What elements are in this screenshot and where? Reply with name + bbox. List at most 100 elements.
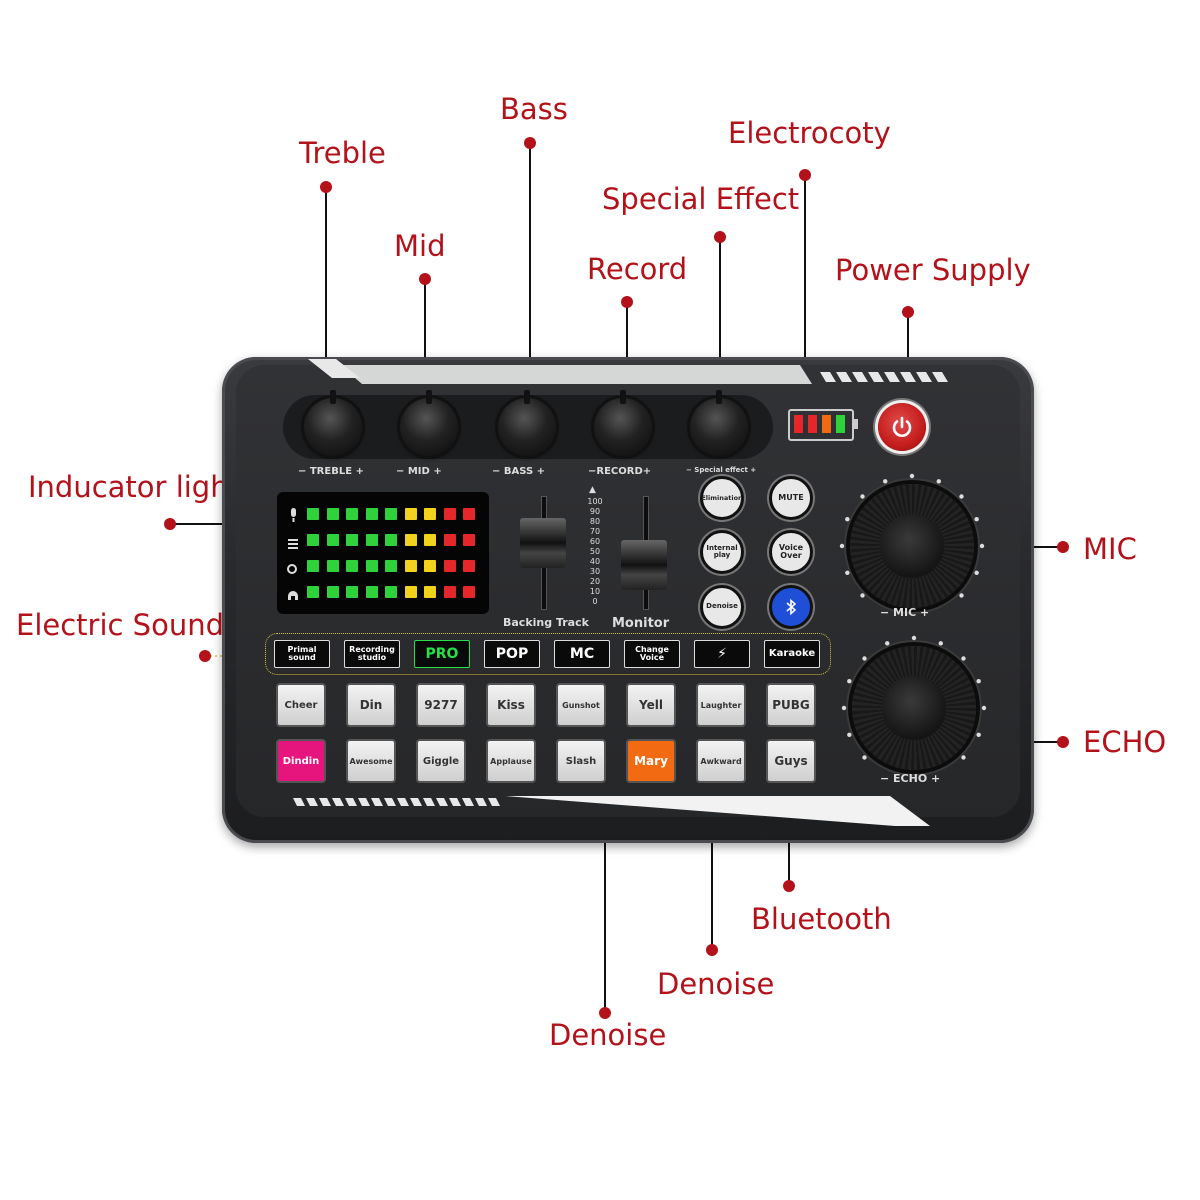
fader-scale-tick: 60 (589, 537, 601, 546)
meter-icons (287, 508, 298, 600)
led-segment (365, 586, 378, 598)
knob-tick-dot (974, 517, 979, 522)
callout-special-effect: Special Effect (602, 182, 800, 216)
effect-button-7[interactable]: ⚡ (694, 640, 750, 668)
effect-button-1[interactable]: Primal sound (274, 640, 330, 668)
knob-tick-dot (909, 473, 915, 479)
sound-pad-awesome[interactable]: Awesome (346, 739, 396, 783)
knob-tick-dot (976, 732, 981, 737)
scale-arrow-up: ▲ (589, 485, 596, 495)
sound-pad-mary[interactable]: Mary (626, 739, 676, 783)
mute-button[interactable]: MUTE (769, 476, 813, 520)
echo-knob-label: − ECHO + (880, 772, 941, 785)
led-segment (346, 534, 358, 546)
sound-pad-kiss[interactable]: Kiss (486, 683, 536, 727)
callout-treble: Treble (299, 136, 386, 170)
knob-tick-dot (981, 705, 987, 711)
led-segment (443, 560, 456, 572)
callout-echo: ECHO (1083, 725, 1167, 759)
backing-track-fader[interactable] (520, 518, 566, 568)
mic-volume-knob[interactable] (850, 484, 974, 608)
mid-knob[interactable] (400, 390, 458, 456)
led-segment (326, 586, 339, 598)
led-segment (424, 508, 436, 520)
led-segment (326, 560, 339, 572)
special-effect-knob[interactable] (690, 390, 748, 456)
callout-record: Record (587, 252, 688, 286)
knob-tick-dot (845, 570, 850, 575)
effect-button-3[interactable]: PRO (414, 640, 470, 668)
led-segment (424, 534, 436, 546)
bass-knob[interactable] (498, 390, 556, 456)
backing-track-label: Backing Track (503, 616, 589, 629)
fader-scale-tick: 30 (589, 567, 601, 576)
internal-play-button[interactable]: Internal play (700, 530, 744, 574)
led-segment (385, 586, 397, 598)
fader-scale-tick: 50 (589, 547, 601, 556)
knob-tick-dot (862, 755, 867, 760)
knob-tick-dot (936, 479, 941, 484)
fader-scale-tick: 90 (589, 507, 601, 516)
power-button[interactable] (878, 403, 926, 451)
led-segment (326, 508, 339, 520)
knob-tick-dot (847, 732, 852, 737)
led-segment (326, 534, 339, 546)
led-segment (346, 560, 358, 572)
fader-scale-tick: 80 (589, 517, 601, 526)
sound-pad-laughter[interactable]: Laughter (696, 683, 746, 727)
knob-tick-dot (860, 494, 865, 499)
knob-tick-dot (974, 570, 979, 575)
knob-tick-dot (961, 755, 966, 760)
led-segment (443, 534, 456, 546)
monitor-label: Monitor (612, 616, 670, 631)
monitor-fader[interactable] (621, 540, 667, 590)
echo-knob[interactable] (852, 646, 976, 770)
elimination-button[interactable]: Elimination (700, 476, 744, 520)
callout-bass: Bass (500, 92, 568, 126)
led-segment (307, 534, 319, 546)
battery-indicator (788, 409, 858, 441)
knob-tick-dot (961, 656, 966, 661)
battery-cell (794, 415, 803, 433)
callout-bluetooth: Bluetooth (751, 902, 892, 936)
led-segment (346, 586, 358, 598)
knob-tick-dot (979, 543, 985, 549)
effect-button-4[interactable]: POP (484, 640, 540, 668)
headphones-icon (288, 591, 298, 600)
sound-pad-applause[interactable]: Applause (486, 739, 536, 783)
led-segment (404, 560, 417, 572)
sound-pad-guys[interactable]: Guys (766, 739, 816, 783)
fader-scale-tick: 40 (589, 557, 601, 566)
effect-button-2[interactable]: Recording studio (344, 640, 400, 668)
effect-button-5[interactable]: MC (554, 640, 610, 668)
sound-pad-9277[interactable]: 9277 (416, 683, 466, 727)
record-knob-label: −RECORD+ (588, 466, 652, 477)
sound-pad-dindin[interactable]: Dindin (276, 739, 326, 783)
sound-pad-pubg[interactable]: PUBG (766, 683, 816, 727)
effect-button-8[interactable]: Karaoke (764, 640, 820, 668)
mic-icon-stand (292, 518, 295, 522)
effect-button-6[interactable]: Change Voice (624, 640, 680, 668)
led-segment (307, 508, 319, 520)
voice-over-button[interactable]: Voice Over (769, 530, 813, 574)
mic-knob-label: − MIC + (880, 606, 930, 619)
sound-pad-cheer[interactable]: Cheer (276, 683, 326, 727)
sound-pad-giggle[interactable]: Giggle (416, 739, 466, 783)
sound-pad-gunshot[interactable]: Gunshot (556, 683, 606, 727)
sound-pad-yell[interactable]: Yell (626, 683, 676, 727)
electric-sound-strip (265, 633, 831, 675)
denoise-button[interactable]: Denoise (700, 585, 744, 629)
sound-pad-din[interactable]: Din (346, 683, 396, 727)
sound-pad-slash[interactable]: Slash (556, 739, 606, 783)
knob-tick-dot (938, 641, 943, 646)
led-segment (365, 508, 378, 520)
bluetooth-button[interactable] (769, 585, 813, 629)
led-segment (463, 560, 475, 572)
battery-cell (808, 415, 817, 433)
sound-pad-awkward[interactable]: Awkward (696, 739, 746, 783)
callout-denoise-bottom: Denoise (549, 1018, 667, 1052)
callout-mic: MIC (1083, 532, 1137, 566)
treble-knob[interactable] (304, 390, 362, 456)
record-knob[interactable] (594, 390, 652, 456)
